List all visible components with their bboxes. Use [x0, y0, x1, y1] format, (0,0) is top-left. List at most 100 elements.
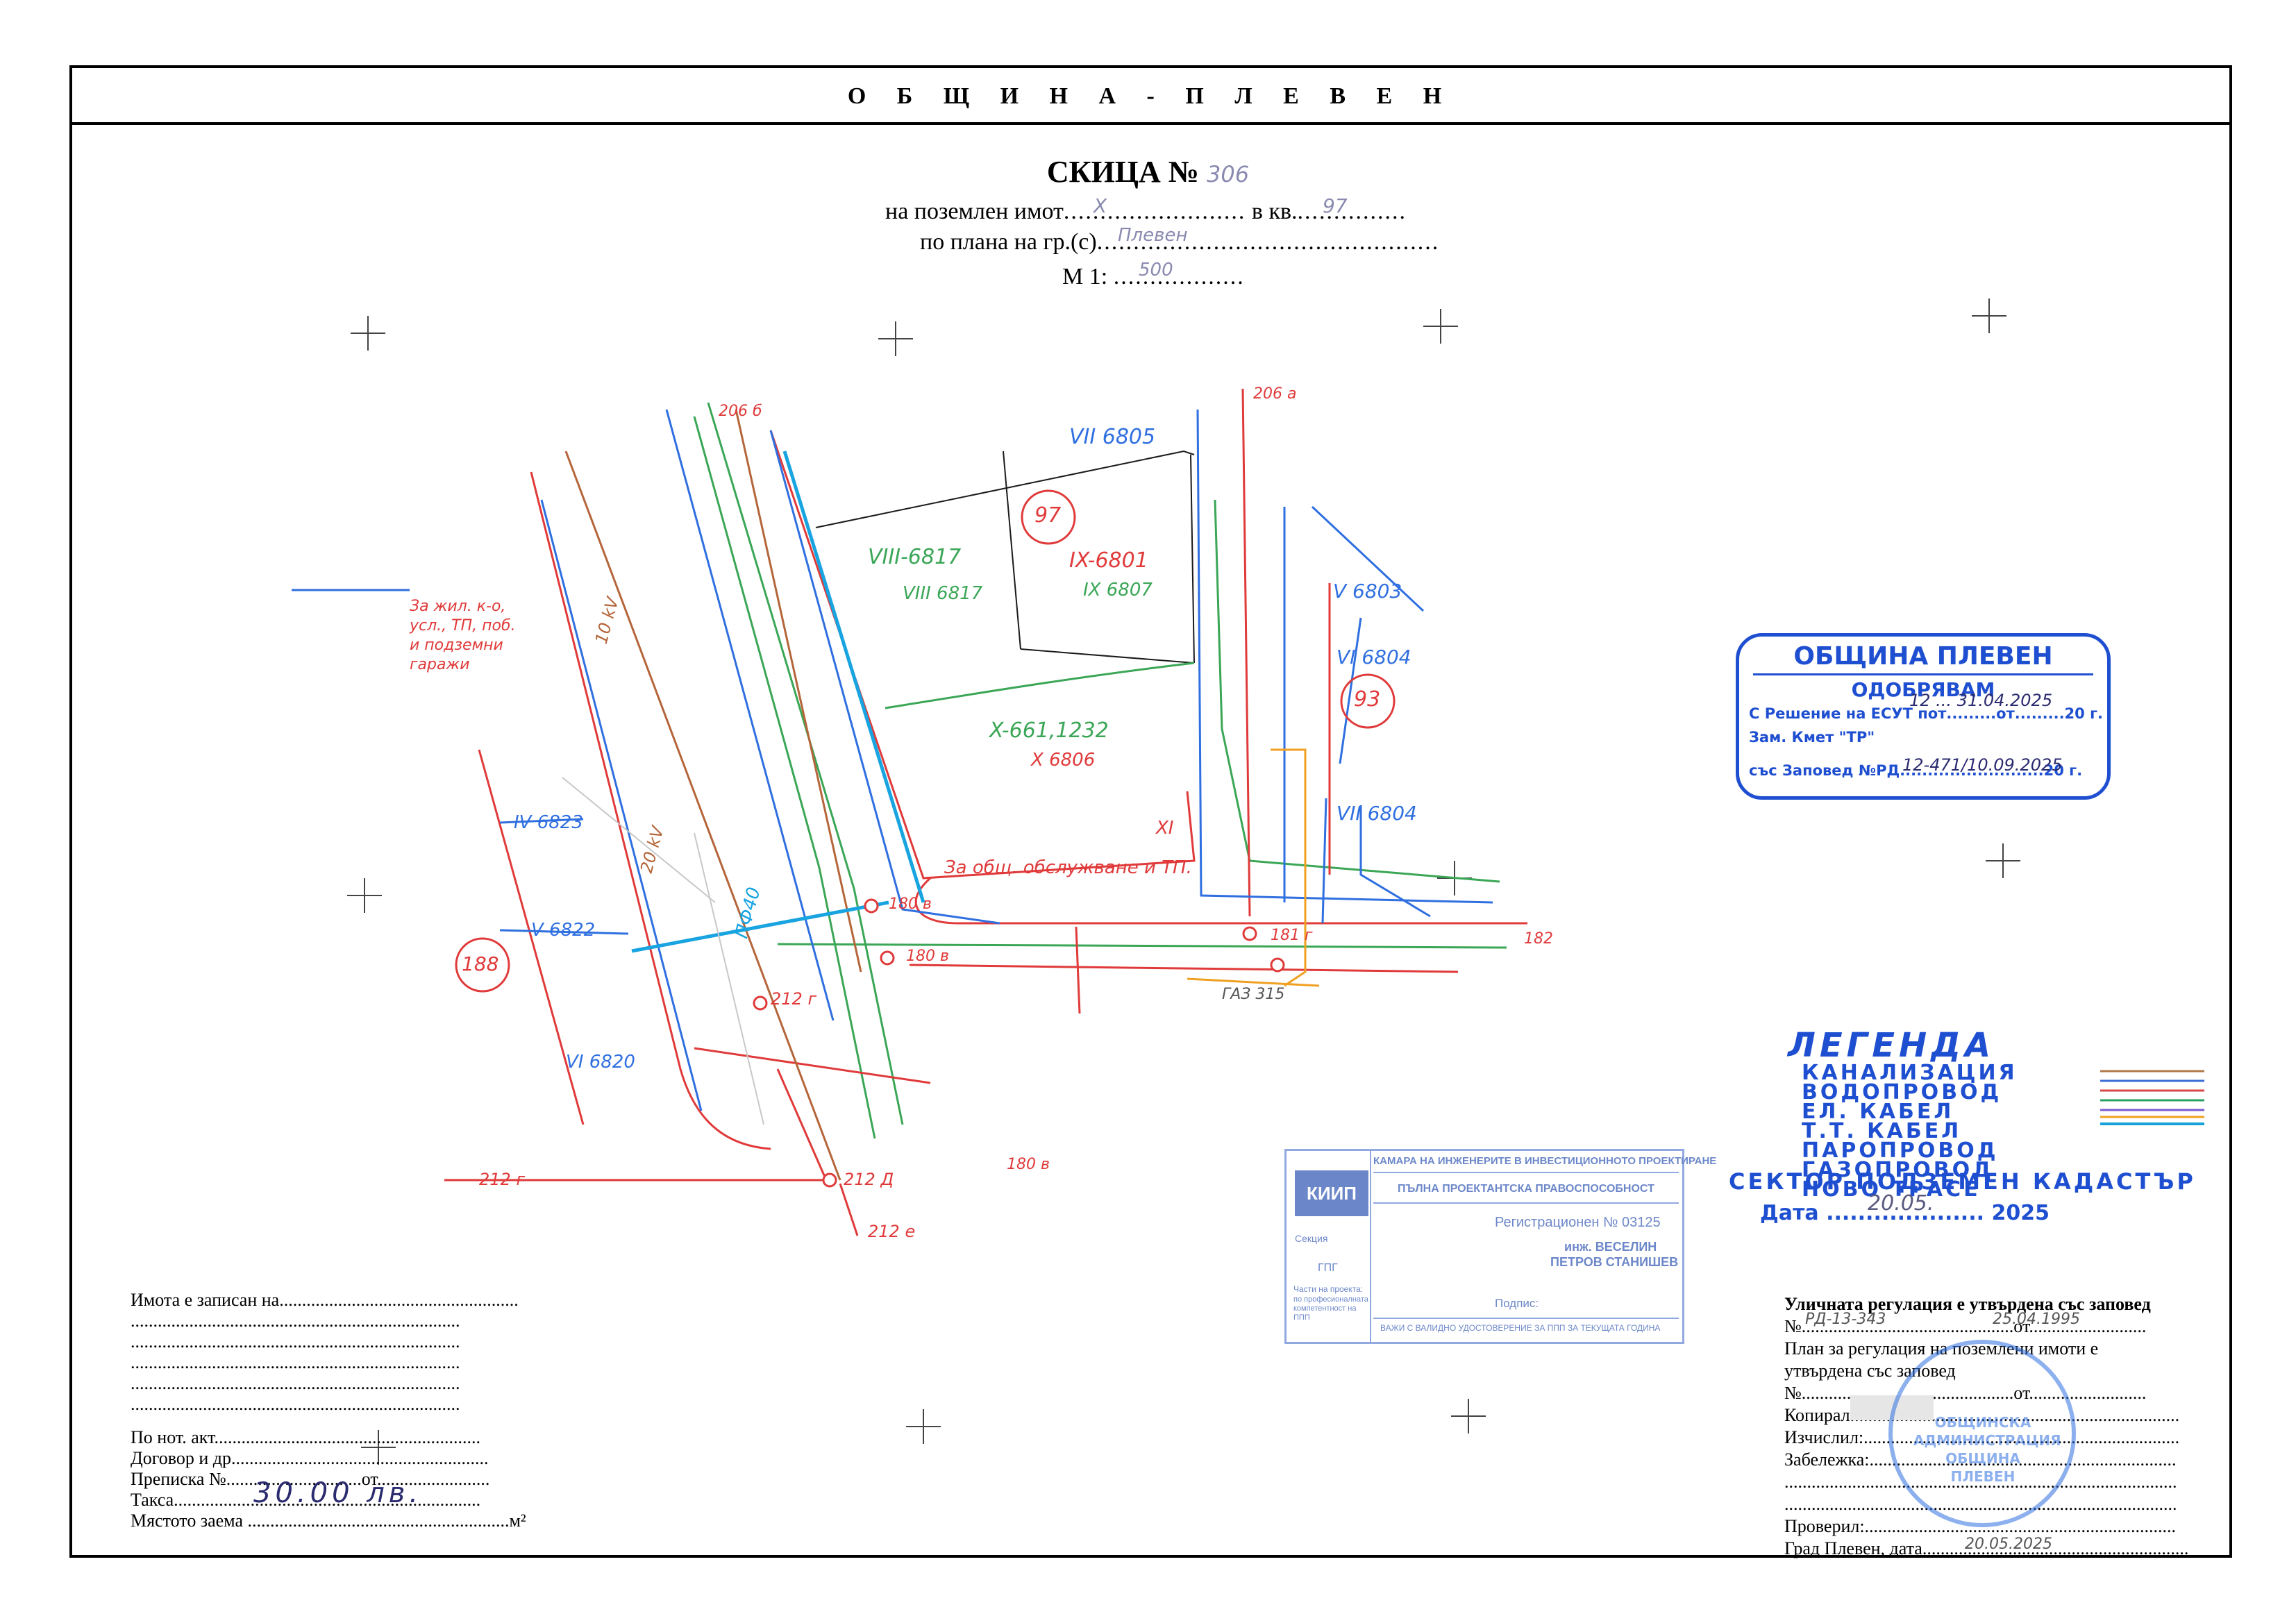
kiip-name1: инж. ВЕСЕЛИН [1564, 1240, 1657, 1254]
electric-cable [909, 964, 1459, 973]
lot-label: VII 6805 [1069, 425, 1156, 449]
block-circle-188 [455, 937, 510, 993]
round-stamp: ОБЩИНСКА АДМИНИСТРАЦИЯ ОБЩИНА ПЛЕВЕН [1888, 1340, 2076, 1527]
elevation-label: 206 б [719, 403, 762, 420]
approval-approve: ОДОБРЯВАМ [1851, 678, 1995, 701]
lot-label: IV 6823 [514, 812, 583, 833]
legend-list: КАНАЛИЗАЦИЯ ВОДОПРОВОД ЕЛ. КАБЕЛ Т.Т. КА… [1802, 1063, 2018, 1200]
block-number: 188 [462, 952, 499, 975]
water-pipe [769, 430, 1000, 925]
regulation-hw-order: РД-13-343 [1805, 1311, 1886, 1328]
approval-order: със Заповед №РД.........................… [1749, 762, 2083, 779]
block-label: в кв. [1251, 199, 1298, 224]
scale-handwritten: 500 [1139, 260, 1173, 280]
construction-line [562, 777, 716, 903]
zone-annotation: За общ. обслужване и ТП. [944, 857, 1192, 878]
lot-line [1020, 648, 1195, 664]
regulation-line [769, 430, 1196, 880]
electric-cable [839, 1183, 859, 1236]
elevation-label: 182 [1524, 930, 1553, 948]
lot-label: VI 6820 [566, 1052, 635, 1073]
owner-line: ........................................… [131, 1373, 460, 1393]
legend-date-dots: .................... [1826, 1201, 1984, 1225]
gas-pipe [1187, 977, 1320, 987]
electric-cable [1075, 926, 1081, 1014]
sketch-title-label: СКИЦА № [1046, 155, 1200, 189]
owner-line: ........................................… [131, 1394, 460, 1414]
fee-handwritten: 30.00 лв. [253, 1477, 423, 1509]
legend-sector: СЕКТОР ПОДЗЕМЕН КАДАСТЪР [1729, 1168, 2196, 1195]
legend-date: Дата .................... 2025 [1760, 1201, 2050, 1225]
owner-line: ........................................… [131, 1331, 460, 1352]
elevation-label: 212 е [868, 1222, 916, 1241]
kiip-logo: КИИП [1295, 1170, 1368, 1216]
owner-line: Имота е записан на......................… [131, 1290, 519, 1310]
sewer-lines [564, 409, 862, 1181]
reg-cross [347, 878, 382, 913]
survey-point [880, 950, 895, 966]
kiip-reg: Регистрационен № 03125 [1495, 1215, 1661, 1230]
owner-line: ........................................… [131, 1311, 460, 1331]
scale-line: М 1: .................. [1062, 264, 1245, 290]
reg-cross [351, 316, 385, 351]
legend-item-gas: ГАЗОПРОВОД [1802, 1158, 1994, 1182]
new-route-lines [631, 451, 925, 953]
elevation-label: 180 в [906, 948, 949, 965]
sheet-frame [69, 65, 2232, 1558]
block-number: 97 [1034, 503, 1062, 528]
file-line: Преписка №..............................… [131, 1469, 490, 1489]
water-pipe [1311, 505, 1425, 612]
regulation-hw-date: 25.04.1995 [1993, 1311, 2080, 1328]
block-dots: ............... [1297, 199, 1407, 224]
sketch-title: СКИЦА № 306 [0, 154, 2296, 190]
electric-cable [694, 1047, 931, 1084]
water-pipe [1339, 617, 1362, 764]
legend-date-label: Дата [1760, 1201, 1819, 1225]
tt-cable [693, 416, 876, 1139]
survey-point [1242, 926, 1257, 941]
fee-line: Такса...................................… [131, 1490, 481, 1510]
kiip-valid: ВАЖИ С ВАЛИДНО УДОСТОВЕРЕНИЕ ЗА ППП ЗА Т… [1380, 1323, 1661, 1333]
round-stamp-text: ОБЩИНСКА АДМИНИСТРАЦИЯ ОБЩИНА ПЛЕВЕН [1913, 1414, 2061, 1485]
elevation-label: 180 в [889, 895, 932, 913]
kiip-name2: ПЕТРОВ СТАНИШЕВ [1550, 1255, 1679, 1269]
approval-deputy: Зам. Кмет "ТР" [1749, 729, 1875, 746]
kiip-parts: по професионалната компетентност на ППП [1293, 1295, 1368, 1322]
block-number: 93 [1354, 687, 1381, 712]
legend-date-handwritten: 20.05. [1868, 1191, 1934, 1216]
lot-label: XI [1156, 818, 1174, 839]
water-pipe [540, 499, 703, 1111]
registration-marks [347, 298, 2020, 1465]
lot-label: VIII 6817 [903, 583, 983, 604]
legend-item-electric: ЕЛ. КАБЕЛ [1802, 1100, 1954, 1124]
new-route [631, 900, 889, 953]
property-handwritten: Х [1093, 194, 1107, 217]
elevation-label: 180 в [1007, 1156, 1050, 1173]
zone-annotation: За жил. к-о, усл., ТП, поб. и подземни г… [410, 598, 516, 673]
gas-lines [1187, 748, 1320, 987]
sewer [735, 409, 862, 973]
survey-point [864, 898, 879, 914]
block-circles [455, 489, 1396, 993]
block-circle-97 [1021, 489, 1076, 545]
lot-label: IX-6801 [1069, 548, 1148, 573]
property-line: на поземлен имот........................… [885, 199, 1407, 225]
elevation-label: 181 г [1271, 927, 1313, 944]
reg-cross [1972, 298, 2006, 333]
legend-item-water: ВОДОПРОВОД [1802, 1080, 2002, 1104]
legend-item-sewer: КАНАЛИЗАЦИЯ [1802, 1061, 2018, 1085]
sketch-number: 306 [1207, 161, 1250, 187]
town-dots: ........................................… [1096, 229, 1440, 255]
property-dots: ......................... [1063, 199, 1246, 224]
municipality-title: О Б Щ И Н А - П Л Е В Е Н [847, 83, 1455, 109]
survey-point [822, 1172, 837, 1188]
lot-label: IX 6807 [1083, 580, 1153, 600]
water-pipe [499, 929, 629, 935]
sewer [564, 451, 841, 1181]
approval-hw-order: 12-471/10.09.2025 [1902, 755, 2063, 775]
tt-cable [777, 943, 1507, 949]
approval-hw-decision: 12 ... 31.04.2025 [1909, 691, 2053, 710]
lot-line [1190, 454, 1195, 664]
elevation-label: 212 г [479, 1170, 526, 1189]
tt-cable [1214, 499, 1500, 883]
